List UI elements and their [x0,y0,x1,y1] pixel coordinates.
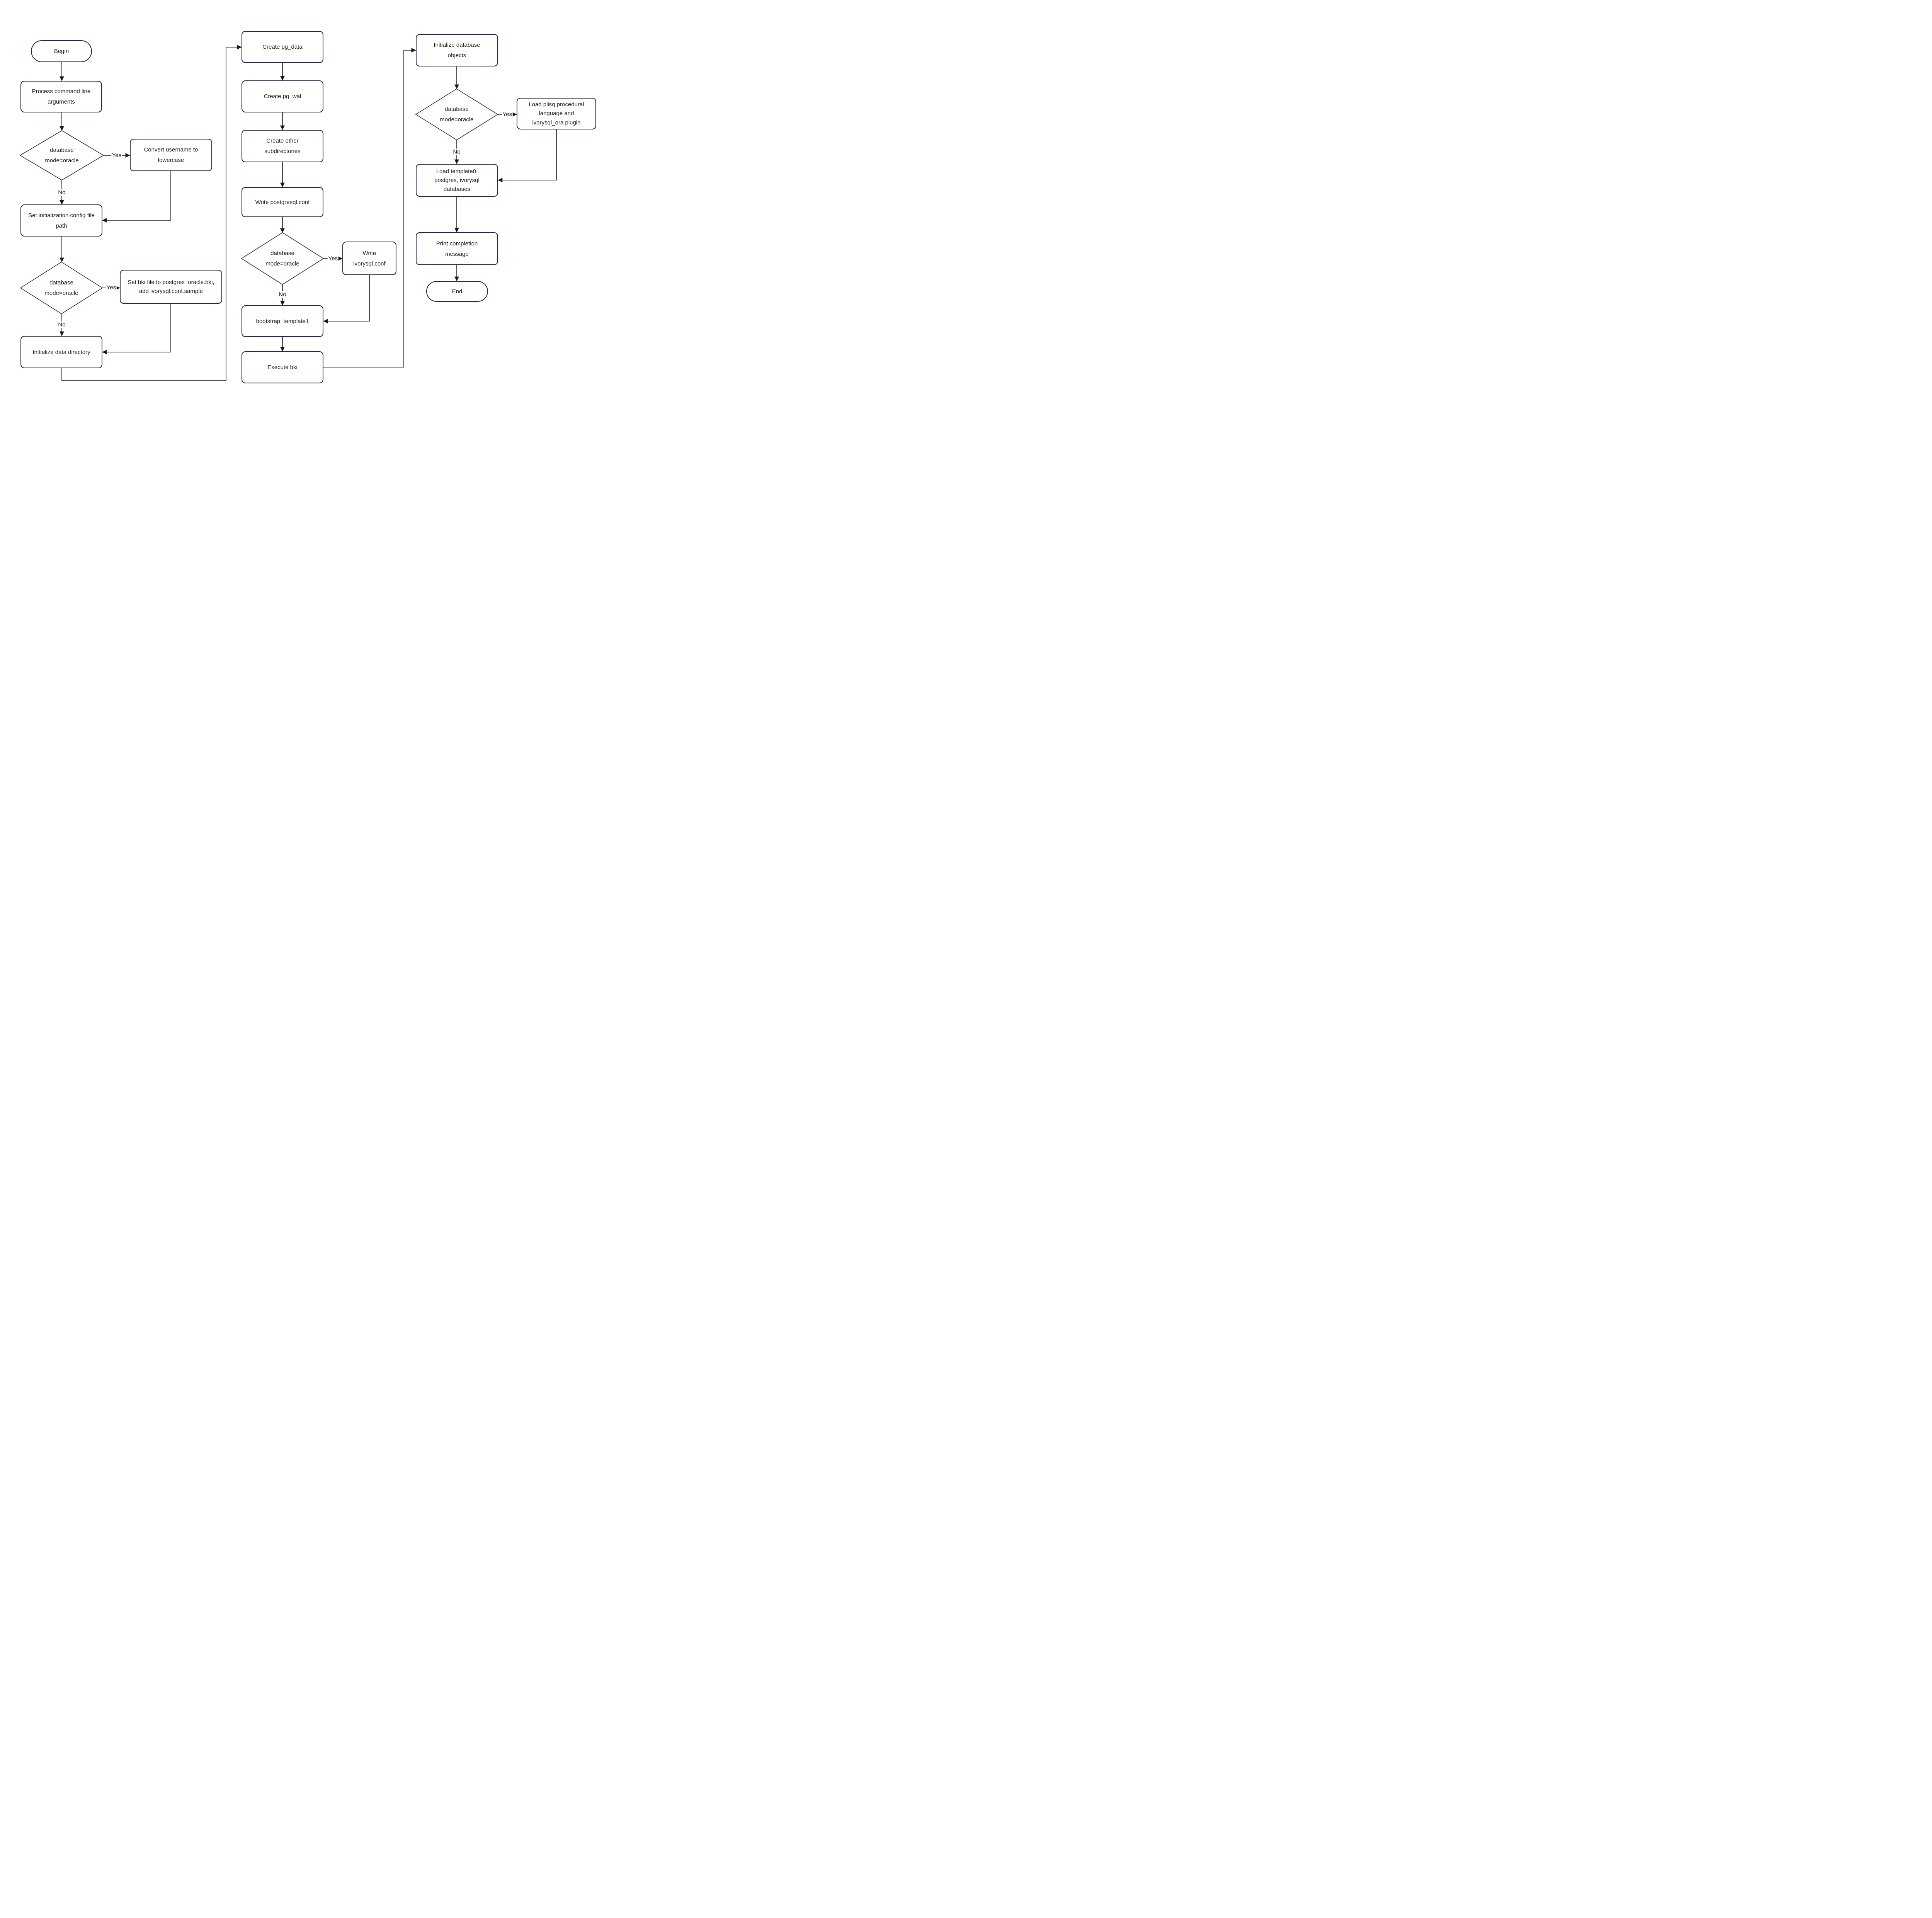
node-set-bki-file: Set bki file to postgres_oracle.bki, add… [120,270,222,304]
node-print-completion-label: Print completion message [436,240,478,257]
node-create-other-subdirs: Create other subdirectories [242,130,323,162]
node-process-args-label: Process command line arguments [32,88,91,105]
flowchart-canvas: Begin Process command line arguments dat… [0,0,597,422]
node-end-label: End [452,288,463,295]
node-write-postgresql-conf-label: Write postgresql.conf [255,199,310,206]
edge-load-plisq-plugin-to-load-template-dbs [498,129,557,182]
node-convert-username: Convert username to lowercase [130,139,212,171]
edge-label-no-3: No [278,291,287,298]
node-set-bki-file-label: Set bki file to postgres_oracle.bki, add… [128,279,214,294]
edge-label-no-4: No [452,148,461,155]
node-init-data-dir-label: Initialize data directory [32,349,90,356]
node-create-other-subdirs-label: Create other subdirectories [264,138,301,155]
node-write-ivorysql-conf-label: Write ivorysql.conf [353,250,386,267]
decision-database-mode-4-shape [415,88,498,140]
node-init-db-objects: Initialize database objects [416,34,498,66]
node-execute-bki: Execute bki [242,351,323,383]
node-load-plisq-plugin-label: Load plisq procedural language and ivory… [529,101,584,126]
node-create-pg-data-label: Create pg_data [262,44,303,50]
edge-label-yes-3: Yes [327,255,339,262]
edge-label-yes-2: Yes [105,284,117,291]
decision-database-mode-3-shape [241,232,324,285]
node-load-template-dbs-label: Load template0, postgres, ivorysql datab… [434,168,480,193]
edge-init-data-dir-to-create-pg-data [61,45,242,381]
edge-write-ivorysql-conf-to-bootstrap-template1 [323,275,370,323]
node-init-db-objects-label: Initialize database objects [434,42,480,59]
node-process-args: Process command line arguments [20,81,102,112]
edge-convert-username-to-set-init-config [102,171,171,223]
node-load-template-dbs: Load template0, postgres, ivorysql datab… [416,164,498,197]
node-begin: Begin [31,40,92,62]
edge-label-no-2: No [57,321,66,328]
node-load-plisq-plugin: Load plisq procedural language and ivory… [517,98,596,129]
edges-layer [19,45,557,381]
node-print-completion: Print completion message [416,232,498,265]
node-bootstrap-template1-label: bootstrap_template1 [256,318,309,325]
node-convert-username-label: Convert username to lowercase [144,146,198,163]
node-create-pg-data: Create pg_data [242,31,323,63]
node-create-pg-wal: Create pg_wal [242,80,323,112]
node-write-ivorysql-conf: Write ivorysql.conf [342,242,396,275]
node-create-pg-wal-label: Create pg_wal [264,93,301,100]
edge-label-no-1: No [57,189,66,196]
decision-database-mode-1-shape [19,130,104,180]
node-init-data-dir: Initialize data directory [20,336,102,368]
node-execute-bki-label: Execute bki [267,364,298,371]
node-set-init-config: Set initialization config file path [20,204,102,237]
edge-label-yes-4: Yes [502,111,513,118]
edge-set-bki-file-to-init-data-dir [102,304,171,354]
node-begin-label: Begin [54,48,69,54]
edge-execute-bki-to-init-db-objects [323,48,416,368]
decision-database-mode-2-shape [20,262,103,314]
node-set-init-config-label: Set initialization config file path [28,212,95,229]
node-bootstrap-template1: bootstrap_template1 [242,305,323,337]
node-write-postgresql-conf: Write postgresql.conf [242,187,323,217]
edge-label-yes-1: Yes [111,152,122,159]
node-end: End [426,281,488,302]
